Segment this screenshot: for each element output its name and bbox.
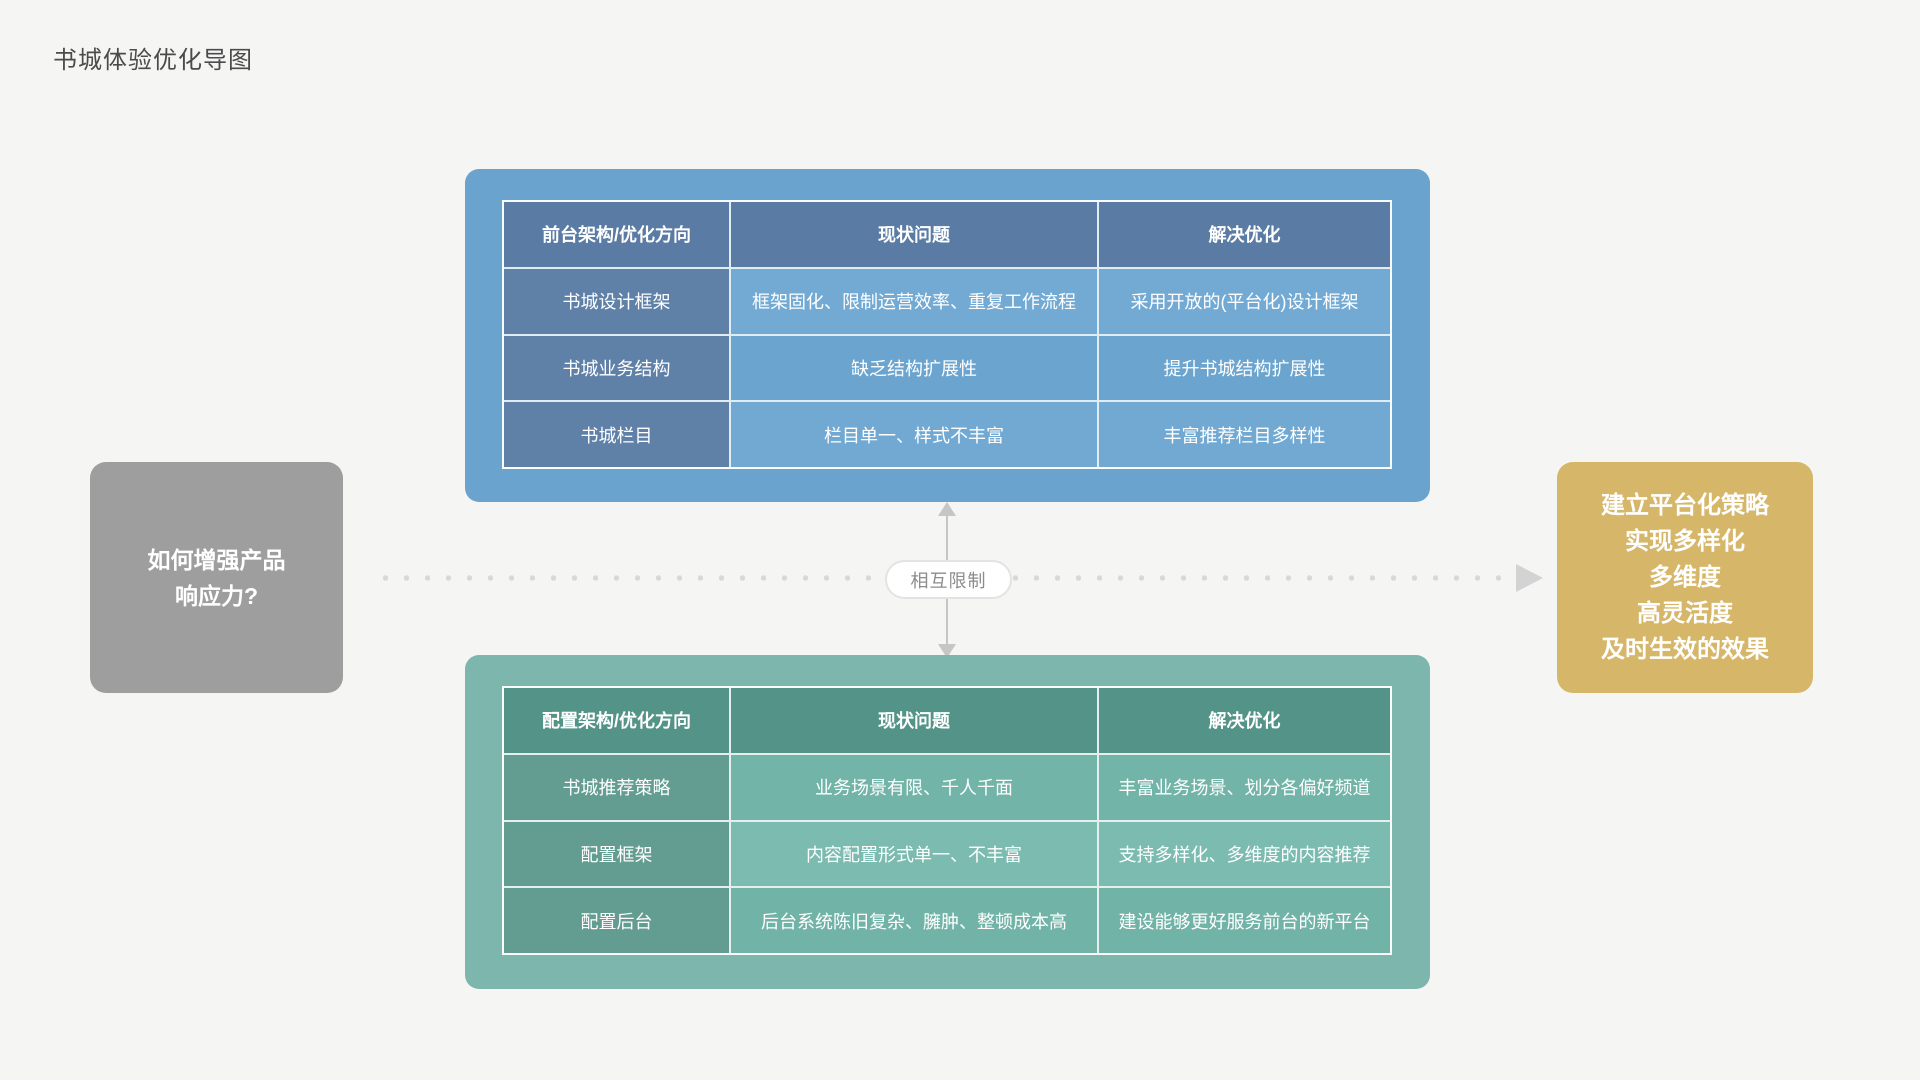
front-architecture-panel: 前台架构/优化方向 现状问题 解决优化 书城设计框架 框架固化、限制运营效率、重… xyxy=(465,169,1430,502)
config-row-problem: 业务场景有限、千人千面 xyxy=(731,754,1097,820)
front-architecture-table: 前台架构/优化方向 现状问题 解决优化 书城设计框架 框架固化、限制运营效率、重… xyxy=(502,200,1392,469)
config-row-solution: 建设能够更好服务前台的新平台 xyxy=(1099,888,1390,953)
config-row-solution: 支持多样化、多维度的内容推荐 xyxy=(1099,821,1390,887)
down-arrow-icon xyxy=(938,644,956,658)
mutual-constraint-pill: 相互限制 xyxy=(885,560,1012,599)
config-row-solution: 丰富业务场景、划分各偏好频道 xyxy=(1099,754,1390,820)
config-table-header-direction: 配置架构/优化方向 xyxy=(504,688,729,753)
front-table-header-direction: 前台架构/优化方向 xyxy=(504,202,729,267)
right-arrow-icon xyxy=(1516,564,1543,592)
front-row-label: 书城栏目 xyxy=(504,402,729,467)
front-row-solution: 提升书城结构扩展性 xyxy=(1099,335,1390,401)
front-row-solution: 采用开放的(平台化)设计框架 xyxy=(1099,268,1390,334)
goal-box-line: 建立平台化策略 xyxy=(1601,491,1769,519)
goal-box-line: 多维度 xyxy=(1649,563,1721,591)
config-architecture-panel: 配置架构/优化方向 现状问题 解决优化 书城推荐策略 业务场景有限、千人千面 丰… xyxy=(465,655,1430,989)
page-title: 书城体验优化导图 xyxy=(53,47,253,74)
config-row-label: 书城推荐策略 xyxy=(504,754,729,820)
mutual-constraint-label: 相互限制 xyxy=(910,570,987,591)
front-row-solution: 丰富推荐栏目多样性 xyxy=(1099,402,1390,467)
config-row-label: 配置框架 xyxy=(504,821,729,887)
question-box: 如何增强产品 响应力? xyxy=(90,462,343,693)
front-row-label: 书城业务结构 xyxy=(504,335,729,401)
config-row-problem: 后台系统陈旧复杂、臃肿、整顿成本高 xyxy=(731,888,1097,953)
config-architecture-table: 配置架构/优化方向 现状问题 解决优化 书城推荐策略 业务场景有限、千人千面 丰… xyxy=(502,686,1392,955)
config-table-header-problem: 现状问题 xyxy=(731,688,1097,753)
goal-box-line: 实现多样化 xyxy=(1625,527,1745,555)
config-table-header-solution: 解决优化 xyxy=(1099,688,1390,753)
front-row-problem: 缺乏结构扩展性 xyxy=(731,335,1097,401)
front-table-header-problem: 现状问题 xyxy=(731,202,1097,267)
front-table-header-solution: 解决优化 xyxy=(1099,202,1390,267)
config-row-label: 配置后台 xyxy=(504,888,729,953)
up-arrow-icon xyxy=(938,502,956,516)
question-box-line: 响应力? xyxy=(174,582,259,609)
config-row-problem: 内容配置形式单一、不丰富 xyxy=(731,821,1097,887)
front-row-problem: 框架固化、限制运营效率、重复工作流程 xyxy=(731,268,1097,334)
front-row-problem: 栏目单一、样式不丰富 xyxy=(731,402,1097,467)
goal-box-line: 及时生效的效果 xyxy=(1601,635,1769,663)
goal-box-line: 高灵活度 xyxy=(1637,599,1733,627)
goal-box: 建立平台化策略 实现多样化 多维度 高灵活度 及时生效的效果 xyxy=(1557,462,1813,693)
question-box-line: 如何增强产品 xyxy=(147,546,286,573)
front-row-label: 书城设计框架 xyxy=(504,268,729,334)
